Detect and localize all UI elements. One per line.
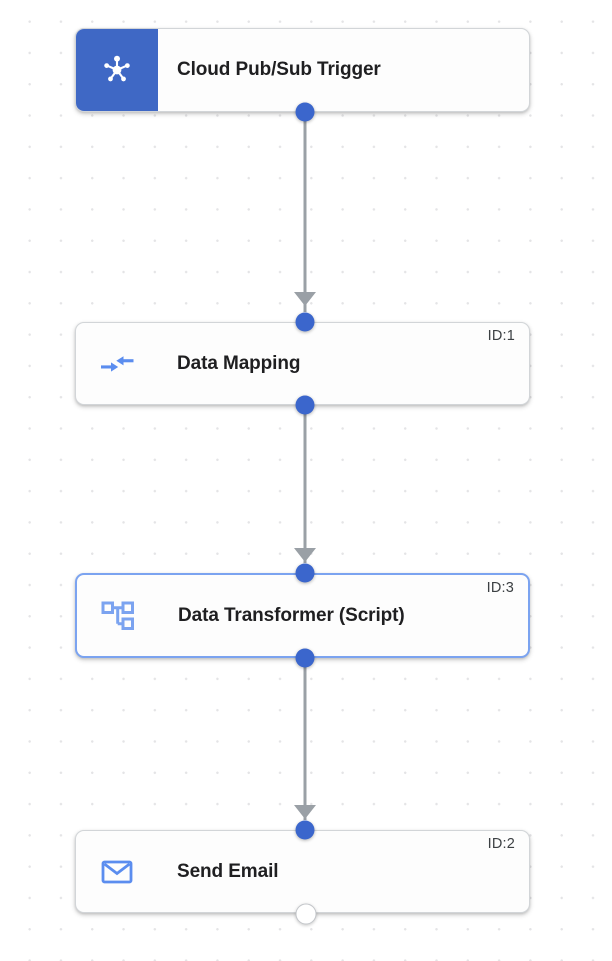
port-output-data-mapping[interactable] (295, 395, 315, 415)
node-title: Data Mapping (177, 352, 301, 374)
schema-tree-icon (77, 575, 159, 656)
node-title: Send Email (177, 860, 279, 882)
edge-arrowhead-mapping (294, 292, 316, 306)
node-title: Cloud Pub/Sub Trigger (177, 59, 381, 80)
node-id-badge: ID:2 (487, 836, 515, 852)
node-send-email[interactable]: ID:2 Send Email (75, 830, 530, 913)
node-data-transformer-script[interactable]: ID:3 Data Transformer (Script) (75, 573, 530, 658)
edge-transformer-to-email[interactable] (303, 658, 307, 820)
pubsub-hub-icon (76, 29, 158, 111)
port-input-data-transformer[interactable] (295, 563, 315, 583)
port-input-send-email[interactable] (295, 820, 315, 840)
port-output-data-transformer[interactable] (295, 648, 315, 668)
node-cloud-pubsub-trigger[interactable]: Cloud Pub/Sub Trigger (75, 28, 530, 112)
node-title: Data Transformer (Script) (178, 604, 405, 626)
port-input-data-mapping[interactable] (295, 312, 315, 332)
merge-arrows-icon (76, 323, 158, 404)
edge-arrowhead-email (294, 805, 316, 819)
edge-mapping-to-transformer[interactable] (303, 405, 307, 563)
node-id-badge: ID:3 (486, 580, 514, 596)
port-output-send-email[interactable] (295, 903, 317, 925)
node-id-badge: ID:1 (487, 328, 515, 344)
envelope-icon (76, 831, 158, 912)
port-output-trigger[interactable] (295, 102, 315, 122)
edge-trigger-to-mapping[interactable] (303, 112, 307, 312)
node-data-mapping[interactable]: ID:1 Data Mapping (75, 322, 530, 405)
edge-arrowhead-transformer (294, 548, 316, 562)
